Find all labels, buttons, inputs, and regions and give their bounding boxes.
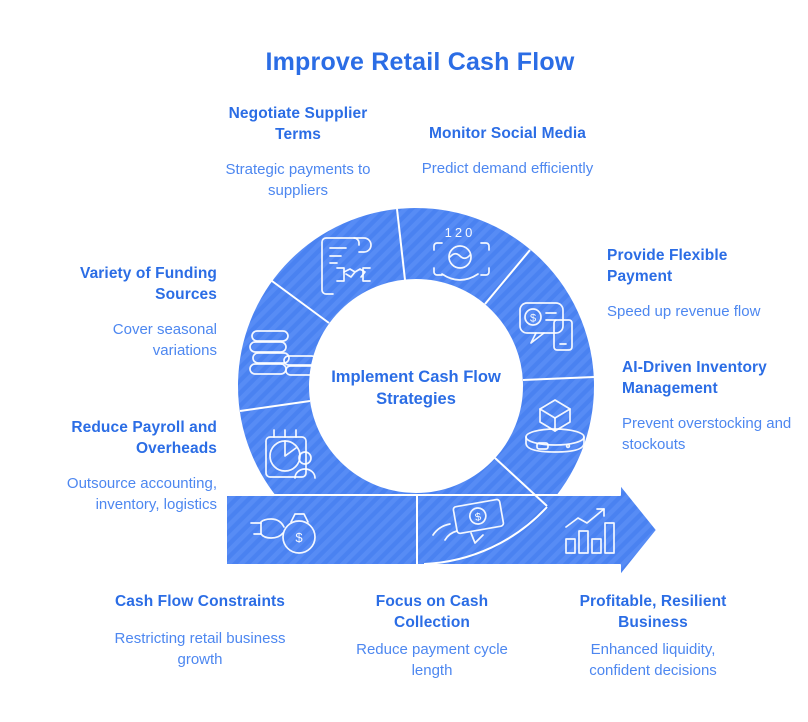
step-heading: Variety of Funding Sources	[79, 265, 217, 303]
step-heading: Focus on Cash Collection	[375, 593, 489, 631]
face-scan-icon: 120	[433, 225, 490, 281]
center-strategy-label: Implement Cash Flow Strategies	[331, 368, 501, 409]
ring-edge-overlay	[423, 506, 548, 565]
coin-stacks-icon	[249, 330, 319, 376]
step-subtitle: Restricting retail business growth	[114, 629, 286, 668]
robot-box-icon	[525, 399, 585, 453]
label-focus-cash-collection: Focus on Cash Collection Reduce payment …	[352, 592, 512, 681]
step-subtitle: Predict demand efficiently	[421, 159, 594, 177]
label-provide-flexible-payment: Provide Flexible Payment Speed up revenu…	[607, 246, 777, 322]
label-cash-flow-constraints: Cash Flow Constraints Restricting retail…	[110, 592, 290, 670]
segment-dividers	[239, 208, 595, 565]
step-subtitle: Reduce payment cycle length	[356, 640, 508, 679]
step-heading: Cash Flow Constraints	[114, 593, 286, 610]
step-subtitle: Enhanced liquidity, confident decisions	[589, 640, 717, 679]
step-subtitle: Strategic payments to suppliers	[225, 160, 371, 199]
growth-bar-chart-icon	[565, 508, 615, 554]
bill-dollar-symbol: $	[474, 511, 482, 524]
payment-dollar-symbol: $	[530, 313, 536, 325]
step-heading: Reduce Payroll and Overheads	[71, 419, 217, 457]
step-subtitle: Prevent overstocking and stockouts	[622, 414, 792, 453]
payment-chat-phone-icon: $	[519, 302, 573, 351]
label-profitable-resilient-business: Profitable, Resilient Business Enhanced …	[563, 592, 743, 681]
step-heading: Profitable, Resilient Business	[579, 593, 727, 631]
moneybag-dollar-symbol: $	[295, 530, 303, 545]
monitor-badge-value: 120	[445, 225, 476, 240]
step-subtitle: Speed up revenue flow	[607, 302, 761, 320]
calendar-pie-person-icon	[265, 429, 316, 479]
step-heading: Monitor Social Media	[428, 125, 586, 142]
hand-moneybag-icon: $	[250, 513, 316, 554]
label-monitor-social-media: Monitor Social Media Predict demand effi…	[420, 124, 595, 179]
flying-banknote-icon: $	[432, 498, 505, 544]
label-variety-funding-sources: Variety of Funding Sources Cover seasona…	[57, 264, 217, 361]
label-ai-driven-inventory: AI-Driven Inventory Management Prevent o…	[622, 358, 792, 455]
label-reduce-payroll-overheads: Reduce Payroll and Overheads Outsource a…	[17, 418, 217, 515]
page-title: Improve Retail Cash Flow	[265, 48, 575, 76]
contract-handshake-icon	[321, 237, 372, 295]
step-subtitle: Outsource accounting, inventory, logisti…	[66, 474, 217, 513]
label-negotiate-supplier-terms: Negotiate Supplier Terms Strategic payme…	[213, 104, 383, 201]
step-heading: AI-Driven Inventory Management	[622, 359, 767, 397]
step-heading: Provide Flexible Payment	[607, 247, 728, 285]
step-heading: Negotiate Supplier Terms	[228, 105, 368, 143]
step-subtitle: Cover seasonal variations	[112, 320, 217, 359]
process-arrow	[225, 483, 658, 577]
